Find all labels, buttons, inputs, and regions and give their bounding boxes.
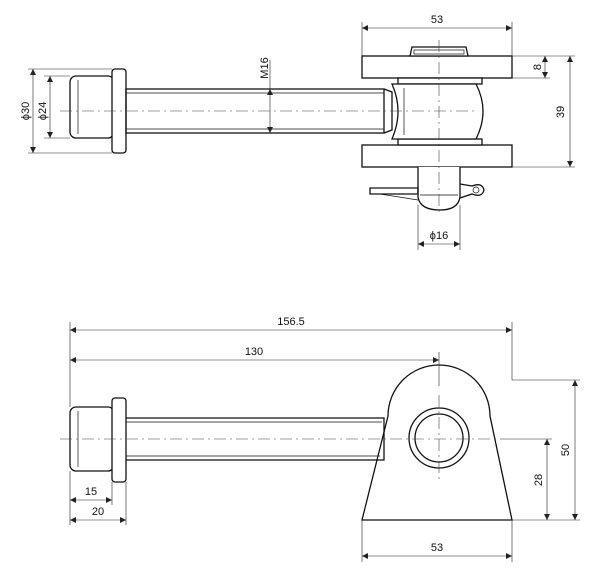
- dim-top-d30: ϕ30: [20, 102, 32, 120]
- top-view: 53 8 39 M16 ϕ30 ϕ24 ϕ16: [20, 14, 575, 250]
- dim-top-8: 8: [532, 64, 544, 70]
- top-lever: [369, 187, 419, 195]
- dim-top-d24: ϕ24: [37, 102, 49, 120]
- dim-top-d16: ϕ16: [430, 230, 448, 242]
- dim-front-130: 130: [245, 346, 263, 358]
- dim-front-53: 53: [431, 542, 443, 554]
- dim-front-50: 50: [560, 444, 572, 456]
- top-ball-joint: [391, 83, 484, 140]
- front-flange: [111, 397, 127, 483]
- top-fork-plate-upper: [361, 55, 513, 79]
- dim-front-28: 28: [533, 474, 545, 486]
- top-cotter-pin: [459, 183, 485, 199]
- dim-front-156-5: 156.5: [277, 316, 305, 328]
- dim-front-15: 15: [85, 486, 97, 498]
- top-fork-plate-lower: [361, 144, 513, 168]
- top-cap-body: [69, 75, 115, 139]
- dim-top-m16: M16: [259, 57, 271, 78]
- dim-top-53: 53: [431, 14, 443, 26]
- dim-front-20: 20: [92, 506, 104, 518]
- front-fork-body: [361, 364, 513, 521]
- front-view: 156.5 130 50 28 15 20 53: [60, 316, 580, 562]
- dim-top-39: 39: [555, 106, 567, 118]
